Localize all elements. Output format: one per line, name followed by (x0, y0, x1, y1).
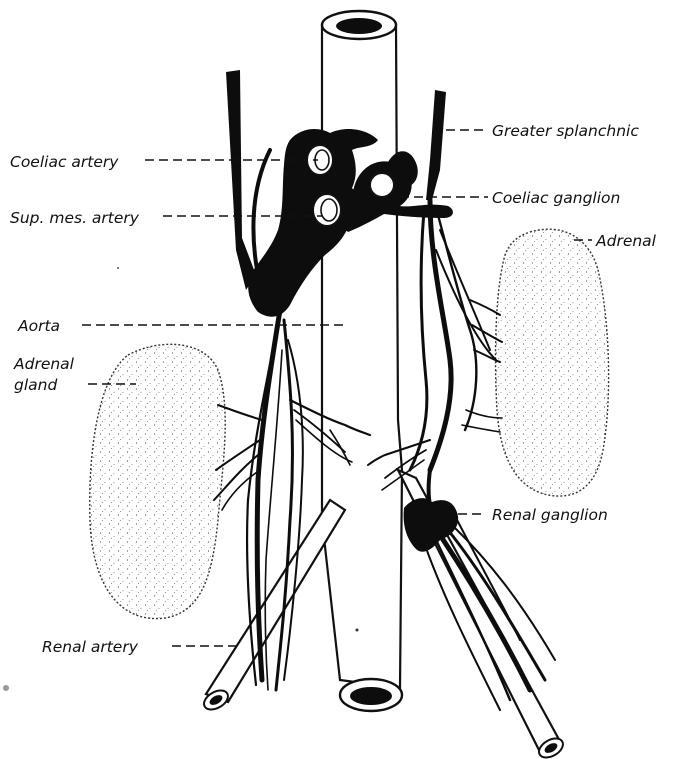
aorta-vessel (322, 11, 402, 711)
label-renal-artery-text: Renal artery (42, 638, 139, 656)
print-speck-2 (356, 629, 359, 632)
print-speck-3 (117, 267, 119, 269)
coeliac-ganglion-small-loop (370, 173, 394, 197)
label-greater-splanchnic: Greater splanchnic (446, 122, 639, 140)
label-coeliac-artery: Coeliac artery (10, 153, 318, 171)
label-adrenal-gland-text-2: gland (14, 376, 57, 394)
label-renal-ganglion: Renal ganglion (458, 506, 608, 524)
label-aorta: Aorta (17, 317, 345, 335)
label-coeliac-ganglion-text: Coeliac ganglion (492, 189, 620, 207)
adrenal-gland-left (90, 344, 225, 618)
label-adrenal-gland-text-1: Adrenal (13, 355, 75, 373)
sup-mes-artery-opening (313, 194, 341, 226)
label-renal-ganglion-text: Renal ganglion (492, 506, 608, 524)
label-greater-splanchnic-text: Greater splanchnic (492, 122, 639, 140)
label-sup-mes-artery-text: Sup. mes. artery (10, 209, 140, 227)
adrenal-gland-right (496, 229, 609, 496)
label-renal-artery: Renal artery (42, 638, 236, 656)
print-speck (3, 685, 9, 691)
right-splanchnic-nerve (426, 90, 446, 200)
label-coeliac-artery-text: Coeliac artery (10, 153, 119, 171)
renal-artery-left-vessel (201, 500, 345, 713)
label-adrenal-right-text: Adrenal (595, 232, 657, 250)
coeliac-artery-opening (307, 145, 333, 175)
label-aorta-text: Aorta (17, 317, 60, 335)
label-sup-mes-artery: Sup. mes. artery (10, 209, 322, 227)
